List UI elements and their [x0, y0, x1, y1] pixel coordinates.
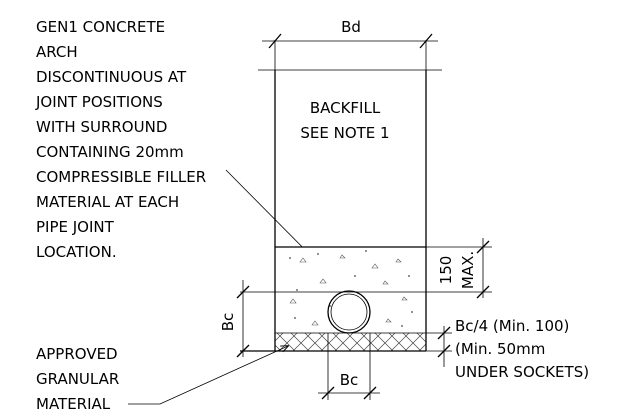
- arch-note-line-6: CONTAINING 20mm: [36, 143, 184, 161]
- granular-note-line-2: GRANULAR: [36, 370, 119, 388]
- arch-note-line-5: WITH SURROUND: [36, 118, 167, 136]
- arch-note-line-9: PIPE JOINT: [36, 218, 115, 236]
- arch-note-line-7: COMPRESSIBLE FILLER: [36, 168, 206, 186]
- arch-note-line-10: LOCATION.: [36, 243, 117, 261]
- trench-width-label: Bd: [341, 18, 361, 36]
- arch-note-line-1: GEN1 CONCRETE: [36, 18, 165, 36]
- arch-note-line-4: JOINT POSITIONS: [35, 93, 163, 111]
- bedding-note-line-3: UNDER SOCKETS): [455, 363, 589, 381]
- backfill-label: BACKFILL: [310, 99, 381, 117]
- pipe-outer-wall: [327, 290, 371, 334]
- surround-depth-max: MAX.: [459, 251, 477, 289]
- granular-note-line-3: MATERIAL: [36, 395, 111, 413]
- bc-vertical-label: Bc: [219, 313, 237, 332]
- bedding-note-line-2: (Min. 50mm: [455, 340, 545, 358]
- bedding-depth-dimension: [426, 326, 452, 367]
- arch-note-line-2: ARCH: [36, 43, 78, 61]
- granular-note-leader: [128, 346, 288, 405]
- arch-note-line-3: DISCONTINUOUS AT: [36, 68, 187, 86]
- surround-depth-dimension: [426, 238, 492, 299]
- surround-depth-value: 150: [437, 256, 455, 285]
- arch-note-line-8: MATERIAL AT EACH: [36, 193, 179, 211]
- granular-material-note: APPROVED GRANULAR MATERIAL: [36, 345, 119, 413]
- pipe-inner-wall: [330, 293, 368, 331]
- backfill-note-ref: SEE NOTE 1: [300, 124, 389, 142]
- bc-horizontal-dimension: [318, 333, 380, 400]
- bc-vertical-dimension: [236, 280, 250, 358]
- granular-bedding-hatch: [275, 333, 426, 351]
- bedding-note-line-1: Bc/4 (Min. 100): [455, 317, 569, 335]
- concrete-aggregate-marks: [288, 250, 413, 327]
- granular-note-line-1: APPROVED: [36, 345, 118, 363]
- bd-dimension: [262, 33, 438, 70]
- concrete-arch-note: GEN1 CONCRETE ARCH DISCONTINUOUS AT JOIN…: [35, 18, 206, 261]
- bc-horizontal-label: Bc: [340, 371, 359, 389]
